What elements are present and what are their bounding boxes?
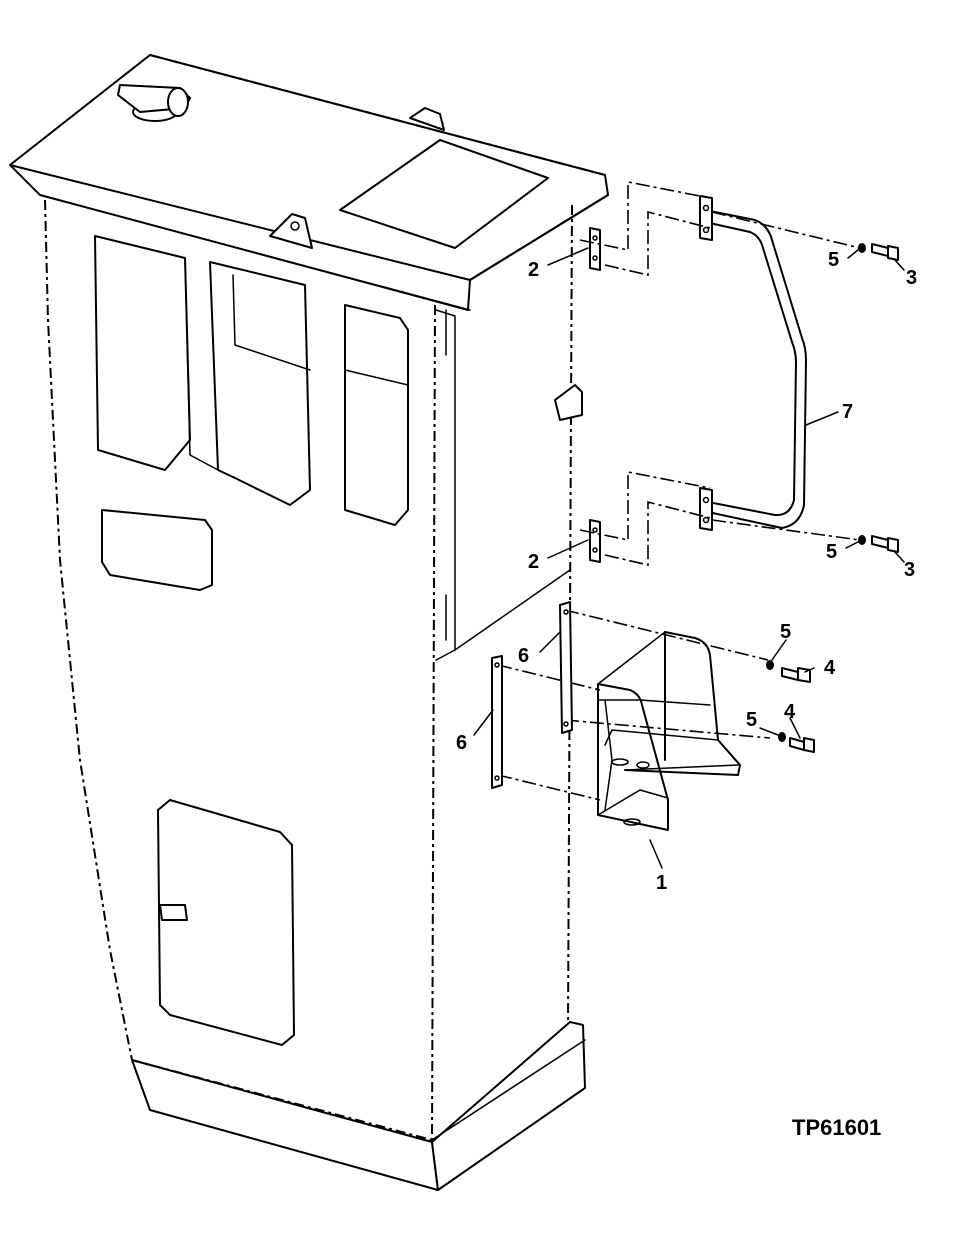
callout-4-lower: 4 bbox=[784, 701, 796, 723]
handrail bbox=[699, 195, 807, 531]
front-left-window bbox=[94, 235, 191, 471]
access-panel bbox=[157, 799, 295, 1046]
roof-intake bbox=[117, 84, 191, 122]
side-plates bbox=[491, 601, 573, 789]
upper-bracket bbox=[589, 227, 601, 271]
callout-7: 7 bbox=[842, 401, 853, 423]
door-latch bbox=[554, 384, 583, 421]
cab-windows bbox=[94, 235, 409, 591]
side-plate-upper bbox=[559, 601, 573, 734]
lower-fasteners bbox=[766, 660, 815, 753]
lower-window bbox=[101, 509, 213, 591]
side-window bbox=[344, 304, 409, 526]
leader-lines bbox=[473, 247, 905, 869]
callout-5-step-lower: 5 bbox=[746, 709, 757, 731]
callout-labels: 7 2 2 5 3 5 3 5 4 5 4 6 6 1 bbox=[456, 249, 917, 894]
cab-brackets bbox=[589, 227, 601, 563]
roof-hatch bbox=[339, 139, 549, 249]
handrail-upper-bracket bbox=[699, 195, 713, 241]
step-assembly bbox=[597, 631, 741, 831]
callout-5-step-upper: 5 bbox=[780, 621, 791, 643]
front-right-window bbox=[209, 261, 311, 506]
callout-1: 1 bbox=[656, 872, 667, 894]
callout-3-upper: 3 bbox=[906, 267, 917, 289]
handrail-lower-bracket bbox=[699, 487, 713, 531]
lower-bracket bbox=[589, 519, 601, 563]
assembly-lines bbox=[497, 181, 861, 801]
callout-6-lower: 6 bbox=[456, 732, 467, 754]
callout-3-lower: 3 bbox=[904, 559, 915, 581]
upper-fasteners bbox=[858, 243, 899, 553]
callout-2-lower: 2 bbox=[528, 551, 539, 573]
callout-6-upper: 6 bbox=[518, 645, 529, 667]
panel-latch bbox=[159, 904, 188, 921]
callout-2-upper: 2 bbox=[528, 259, 539, 281]
callout-4-upper: 4 bbox=[824, 657, 836, 679]
figure-id: TP61601 bbox=[792, 1115, 881, 1140]
side-plate-lower bbox=[491, 655, 503, 789]
cab-roof bbox=[9, 54, 609, 311]
cab-body bbox=[44, 199, 586, 1191]
lift-eye bbox=[269, 213, 313, 249]
callout-5-upper: 5 bbox=[828, 249, 839, 271]
lift-eye bbox=[409, 107, 445, 131]
callout-5-mid: 5 bbox=[826, 541, 837, 563]
